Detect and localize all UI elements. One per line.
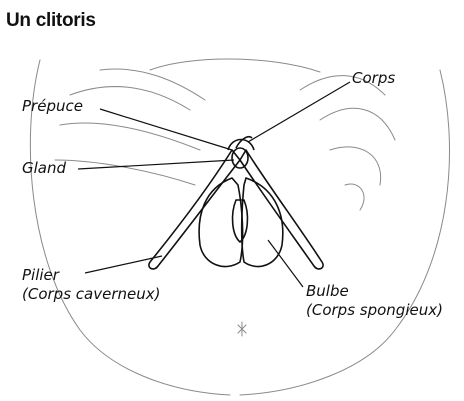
label-pilier-subtitle: (Corps caverneux): [22, 285, 160, 304]
bulbe-leader-line: [268, 240, 303, 287]
label-bulbe: Bulbe: [306, 282, 349, 301]
label-bulbe-subtitle: (Corps spongieux): [306, 301, 443, 320]
body-sketch: [30, 59, 449, 395]
left-hand-sketch: [55, 69, 205, 185]
pubic-area-sketch: [150, 59, 320, 72]
right-crus-shape: [240, 150, 323, 269]
prepuce-leader-line: [100, 109, 232, 150]
right-thigh-outline: [240, 70, 450, 395]
label-corps: Corps: [352, 69, 395, 88]
gland-shape: [232, 148, 248, 168]
clitoris-structure: [149, 137, 323, 269]
gland-leader-line: [78, 160, 234, 169]
label-gland: Gland: [22, 159, 66, 178]
leader-lines: [78, 82, 350, 287]
vaginal-opening-shape: [233, 200, 248, 242]
label-pilier: Pilier: [22, 266, 59, 285]
anus-sketch: [238, 322, 246, 336]
pilier-leader-line: [85, 256, 162, 273]
left-crus-shape: [149, 150, 240, 269]
left-bulb-shape: [199, 178, 243, 267]
right-hand-sketch: [300, 76, 395, 210]
label-prepuce: Prépuce: [22, 97, 83, 116]
